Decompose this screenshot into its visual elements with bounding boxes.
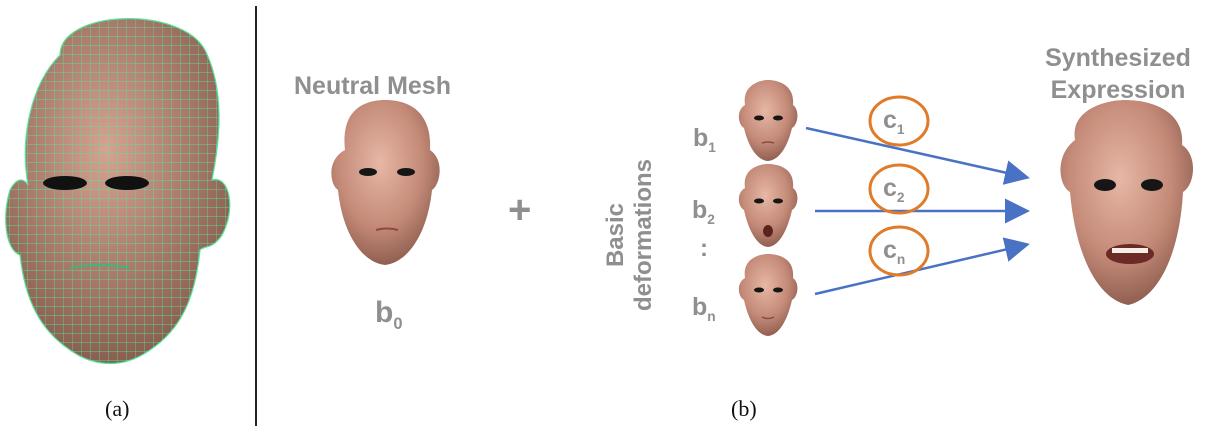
blendshape-label-2: b2: [692, 196, 715, 227]
blendshape-label-1: b1: [693, 124, 716, 155]
coef-ring-n: [868, 225, 930, 277]
neutral-head-illustration: [331, 100, 440, 265]
coef-ring-2: [868, 163, 930, 215]
neutral-mesh-title: Neutral Mesh: [294, 72, 451, 100]
basis-head-2: [738, 164, 798, 247]
coef-label-1: c1: [883, 106, 905, 137]
coef-label-n: cn: [883, 236, 906, 267]
synthesized-head-illustration: [1060, 100, 1194, 305]
blendshape-label-n: bn: [692, 293, 716, 324]
neutral-label: b0: [375, 296, 403, 333]
arrow-b1: [805, 126, 1030, 185]
caption-a: (a): [105, 396, 130, 421]
basic-deformations-label: Basic deformations: [602, 159, 657, 312]
basis-head-1: [738, 80, 798, 161]
panel-divider: [255, 6, 257, 426]
plus-sign: +: [508, 188, 532, 232]
caption-b: (b): [731, 396, 757, 421]
coefficient-rings: [868, 95, 930, 277]
wireframe-head-illustration: [5, 18, 231, 365]
basis-head-n: [738, 254, 798, 336]
synthesized-expression-title: Synthesized Expression: [1045, 44, 1191, 104]
coef-label-2: c2: [883, 174, 905, 205]
coef-ring-1: [868, 95, 930, 147]
blendshape-ellipsis: :: [700, 235, 708, 262]
